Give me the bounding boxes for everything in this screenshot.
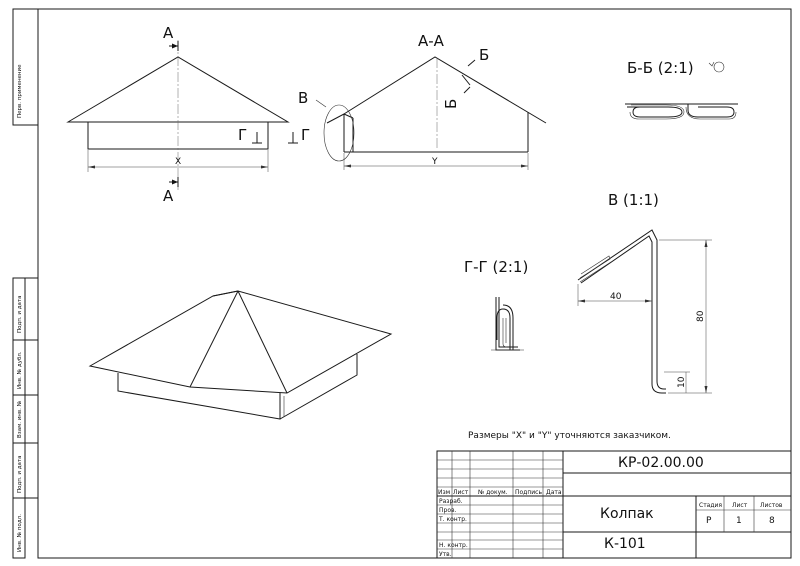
tb-h-listov: Листов bbox=[760, 502, 783, 509]
tb-doc-code: КР-02.00.00 bbox=[618, 455, 704, 471]
title-v: В (1:1) bbox=[608, 191, 659, 209]
detail-v: В (1:1) 40 80 10 bbox=[577, 191, 712, 394]
dim-y: Y bbox=[431, 157, 438, 167]
label-a-top: А bbox=[163, 24, 174, 42]
tb-col-izm: Изм bbox=[438, 489, 450, 496]
tb-name: Колпак bbox=[600, 506, 654, 522]
detail-bb: Б-Б (2:1) bbox=[625, 59, 738, 120]
tb-org: К-101 bbox=[604, 536, 646, 552]
tb-h-stadiya: Стадия bbox=[699, 502, 722, 509]
label-v: В bbox=[298, 89, 308, 107]
tb-col-dokum: № докум. bbox=[478, 489, 508, 496]
dim-40: 40 bbox=[610, 292, 622, 302]
isometric-view bbox=[88, 290, 393, 420]
label-g-left: Г bbox=[238, 126, 247, 144]
stamp-inv-podl: Инв. № подл. bbox=[17, 514, 23, 552]
dim-80: 80 bbox=[696, 310, 706, 322]
label-a-bottom: А bbox=[163, 187, 174, 205]
stamp-vzam-inv: Взам. инв. № bbox=[17, 400, 23, 438]
front-view: А А X Г Г bbox=[66, 24, 310, 205]
label-b-top: Б bbox=[479, 46, 489, 64]
title-bb: Б-Б (2:1) bbox=[627, 59, 694, 77]
title-aa: А-А bbox=[418, 32, 445, 50]
tb-h-list: Лист bbox=[732, 502, 748, 509]
detail-gg: Г-Г (2:1) bbox=[464, 258, 528, 351]
tb-col-list: Лист bbox=[453, 489, 469, 496]
sheet-border bbox=[37, 8, 792, 559]
tb-row-razrab: Разраб. bbox=[439, 498, 463, 505]
tb-v-stadiya: Р bbox=[706, 516, 712, 526]
note-text: Размеры "X" и "Y" уточняются заказчиком. bbox=[468, 431, 671, 441]
dim-x: X bbox=[175, 157, 181, 167]
title-block: Изм Лист № докум. Подпись Дата Разраб. П… bbox=[436, 450, 792, 559]
tb-row-tkontr: Т. контр. bbox=[438, 516, 467, 523]
title-gg: Г-Г (2:1) bbox=[464, 258, 528, 276]
label-b-bottom: Б bbox=[442, 99, 460, 109]
stamp-podp-data-1: Подп. и дата bbox=[17, 296, 23, 333]
stamp-inv-dubl: Инв. № дубл. bbox=[17, 351, 23, 389]
label-g-right: Г bbox=[301, 126, 310, 144]
tb-col-podp: Подпись bbox=[515, 489, 542, 496]
left-stamp: Перв. применение Подп. и дата Инв. № дуб… bbox=[12, 8, 39, 559]
tb-row-utv: Утв. bbox=[439, 551, 452, 558]
tb-v-listov: 8 bbox=[769, 516, 775, 526]
tb-col-data: Дата bbox=[546, 489, 562, 496]
dim-10: 10 bbox=[677, 376, 687, 388]
tb-row-prov: Пров. bbox=[439, 507, 457, 514]
tb-v-list: 1 bbox=[736, 516, 742, 526]
tb-row-nkontr: Н. контр. bbox=[439, 542, 468, 549]
stamp-podp-data-2: Подп. и дата bbox=[17, 456, 23, 493]
stamp-perv-primen: Перв. применение bbox=[17, 64, 23, 118]
section-aa-view: А-А Y В Б Б bbox=[298, 32, 547, 170]
